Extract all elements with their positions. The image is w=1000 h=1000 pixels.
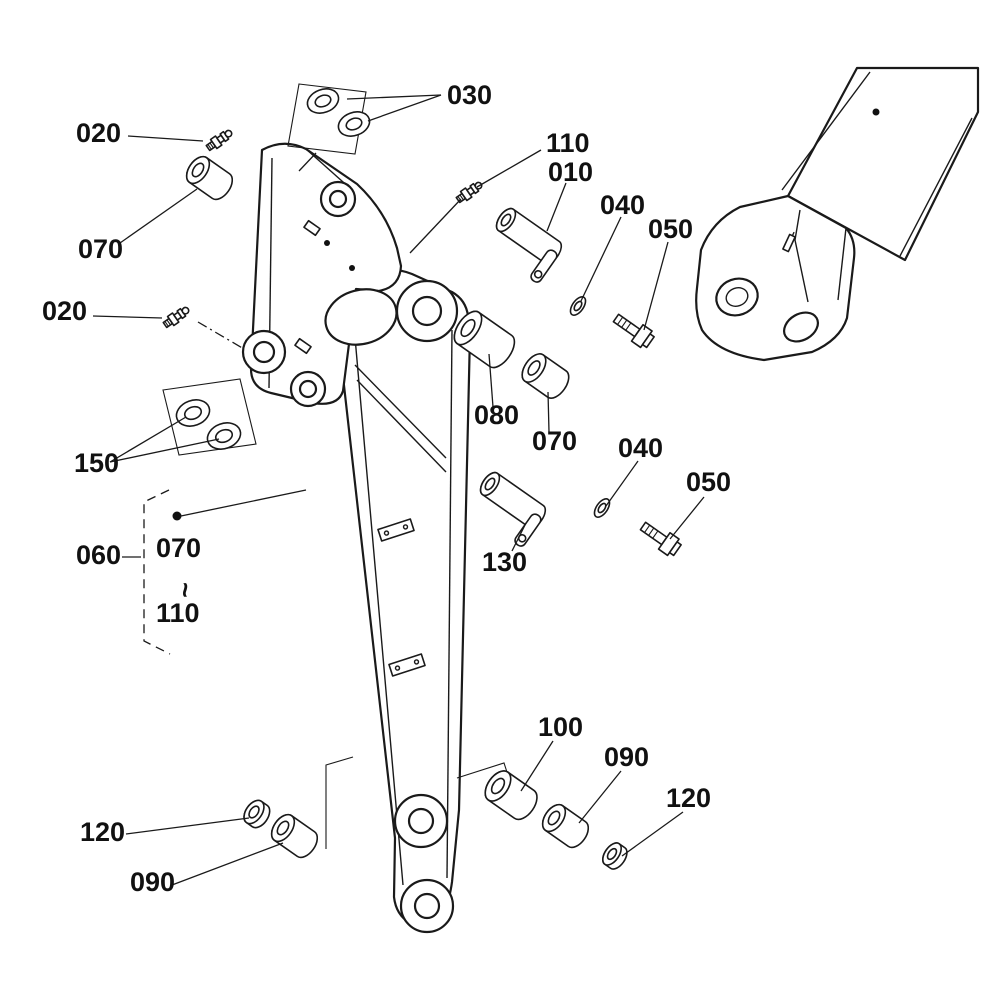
clevis-hole-left [715, 277, 759, 317]
washer-120-left [243, 799, 271, 829]
callout-050-upper: 050 [648, 214, 693, 244]
grease-fitting-110 [455, 181, 483, 204]
callout-020-left: 020 [42, 296, 87, 326]
callout-130: 130 [482, 547, 527, 577]
arm-pad-upper [377, 518, 415, 542]
grease-fitting-020-top [205, 129, 233, 152]
clevis-hole-right [783, 311, 819, 343]
callout-070-top: 070 [78, 234, 123, 264]
callout-040-upper: 040 [600, 190, 645, 220]
callout-080: 080 [474, 400, 519, 430]
callout-150: 150 [74, 448, 119, 478]
callout-020-top: 020 [76, 118, 121, 148]
bushing-100 [484, 770, 538, 821]
boom-end [695, 66, 980, 362]
callout-120-left: 120 [80, 817, 125, 847]
callout-070-right: 070 [532, 426, 577, 456]
callout-010: 010 [548, 157, 593, 187]
callout-060-range-start: 070 [156, 533, 201, 563]
boom-clevis [695, 194, 856, 362]
bracket-center-hole [324, 288, 398, 346]
grease-fitting-020-left [162, 306, 190, 329]
bushing-070-top [185, 155, 234, 201]
bolt-050-lower [639, 521, 682, 557]
washer-120-right [602, 842, 628, 870]
callout-100: 100 [538, 712, 583, 742]
bushing-090-left [270, 813, 319, 859]
group-060-reference-dot [172, 511, 182, 521]
washer-040-lower [593, 498, 611, 518]
link-bracket [241, 142, 403, 408]
bushing-070-right [521, 353, 570, 399]
callout-060-range-tilde: ~ [170, 582, 200, 598]
washer-set-030 [287, 83, 371, 155]
bolt-050-upper [612, 313, 655, 349]
pin-130 [479, 471, 547, 547]
callout-110: 110 [546, 128, 590, 158]
callout-090-right: 090 [604, 742, 649, 772]
pin-010 [495, 207, 563, 283]
washer-set-150 [162, 378, 257, 456]
callout-120-right: 120 [666, 783, 711, 813]
callout-040-lower: 040 [618, 433, 663, 463]
callout-060-range-end: 110 [156, 598, 200, 628]
group-060-dashed-bracket [143, 489, 171, 655]
callout-labels: 030 020 070 110 010 040 050 020 150 080 … [42, 80, 731, 897]
callout-030: 030 [447, 80, 492, 110]
callout-050-lower: 050 [686, 467, 731, 497]
bottom-left-plate-outline [325, 756, 354, 849]
dipper-arm [325, 268, 519, 934]
callout-060: 060 [76, 540, 121, 570]
callout-090-left: 090 [130, 867, 175, 897]
leader-lines [92, 94, 705, 886]
arm-pad-lower [388, 653, 426, 677]
washer-040-upper [569, 296, 587, 316]
bushing-090-right [541, 803, 590, 849]
